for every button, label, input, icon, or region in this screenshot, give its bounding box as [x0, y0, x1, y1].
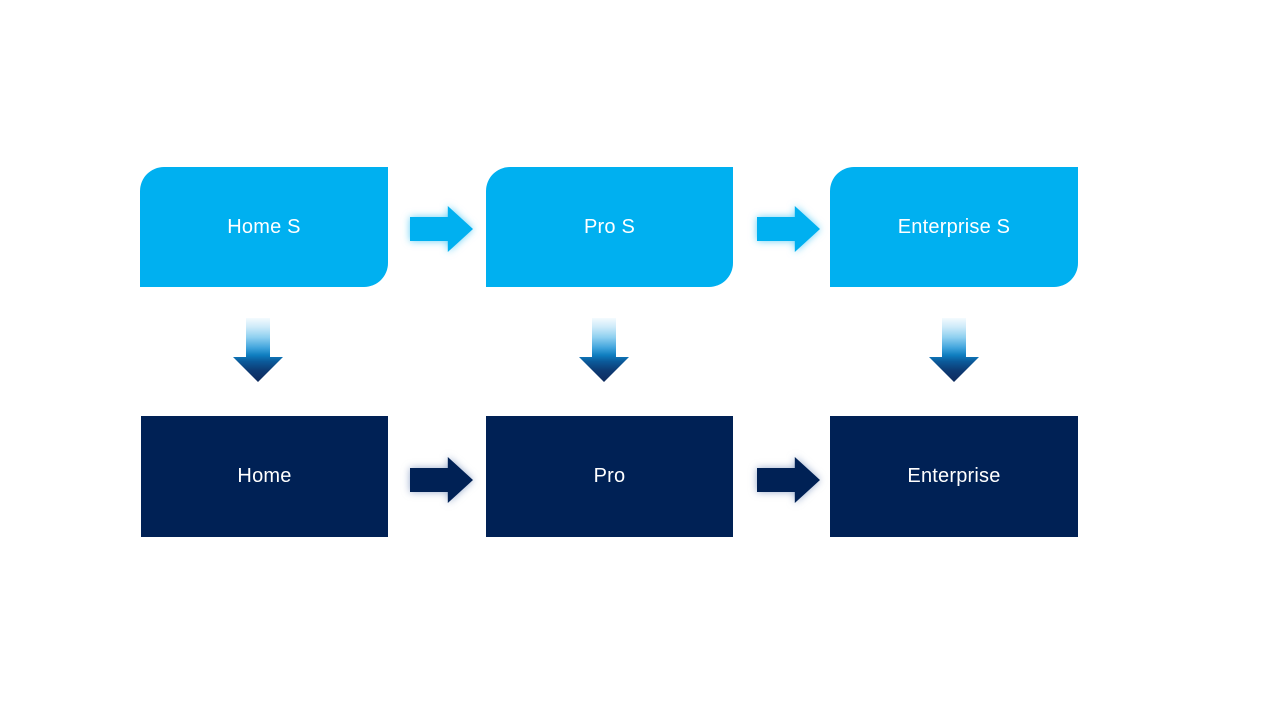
node-pro-s-label: Pro S — [583, 215, 636, 238]
right-arrow-icon — [410, 206, 473, 252]
node-pro-s: Pro S — [486, 167, 733, 287]
right-arrow-icon — [757, 206, 820, 252]
down-arrow-icon — [929, 318, 979, 382]
node-home-s-label: Home S — [227, 215, 301, 238]
down-arrow-icon — [579, 318, 629, 382]
node-pro-label: Pro — [593, 465, 626, 487]
right-arrow-shape — [410, 206, 473, 252]
node-enterprise: Enterprise — [830, 416, 1078, 537]
node-home-s: Home S — [140, 167, 388, 287]
right-arrow-icon — [757, 457, 820, 503]
node-enterprise-s-label: Enterprise S — [897, 215, 1011, 238]
node-enterprise-s: Enterprise S — [830, 167, 1078, 287]
right-arrow-icon — [410, 457, 473, 503]
node-home-label: Home — [237, 465, 292, 487]
node-home: Home — [141, 416, 388, 537]
right-arrow-shape — [410, 457, 473, 503]
right-arrow-shape — [757, 457, 820, 503]
node-enterprise-label: Enterprise — [907, 465, 1001, 487]
right-arrow-shape — [757, 206, 820, 252]
node-pro: Pro — [486, 416, 733, 537]
down-arrow-icon — [233, 318, 283, 382]
